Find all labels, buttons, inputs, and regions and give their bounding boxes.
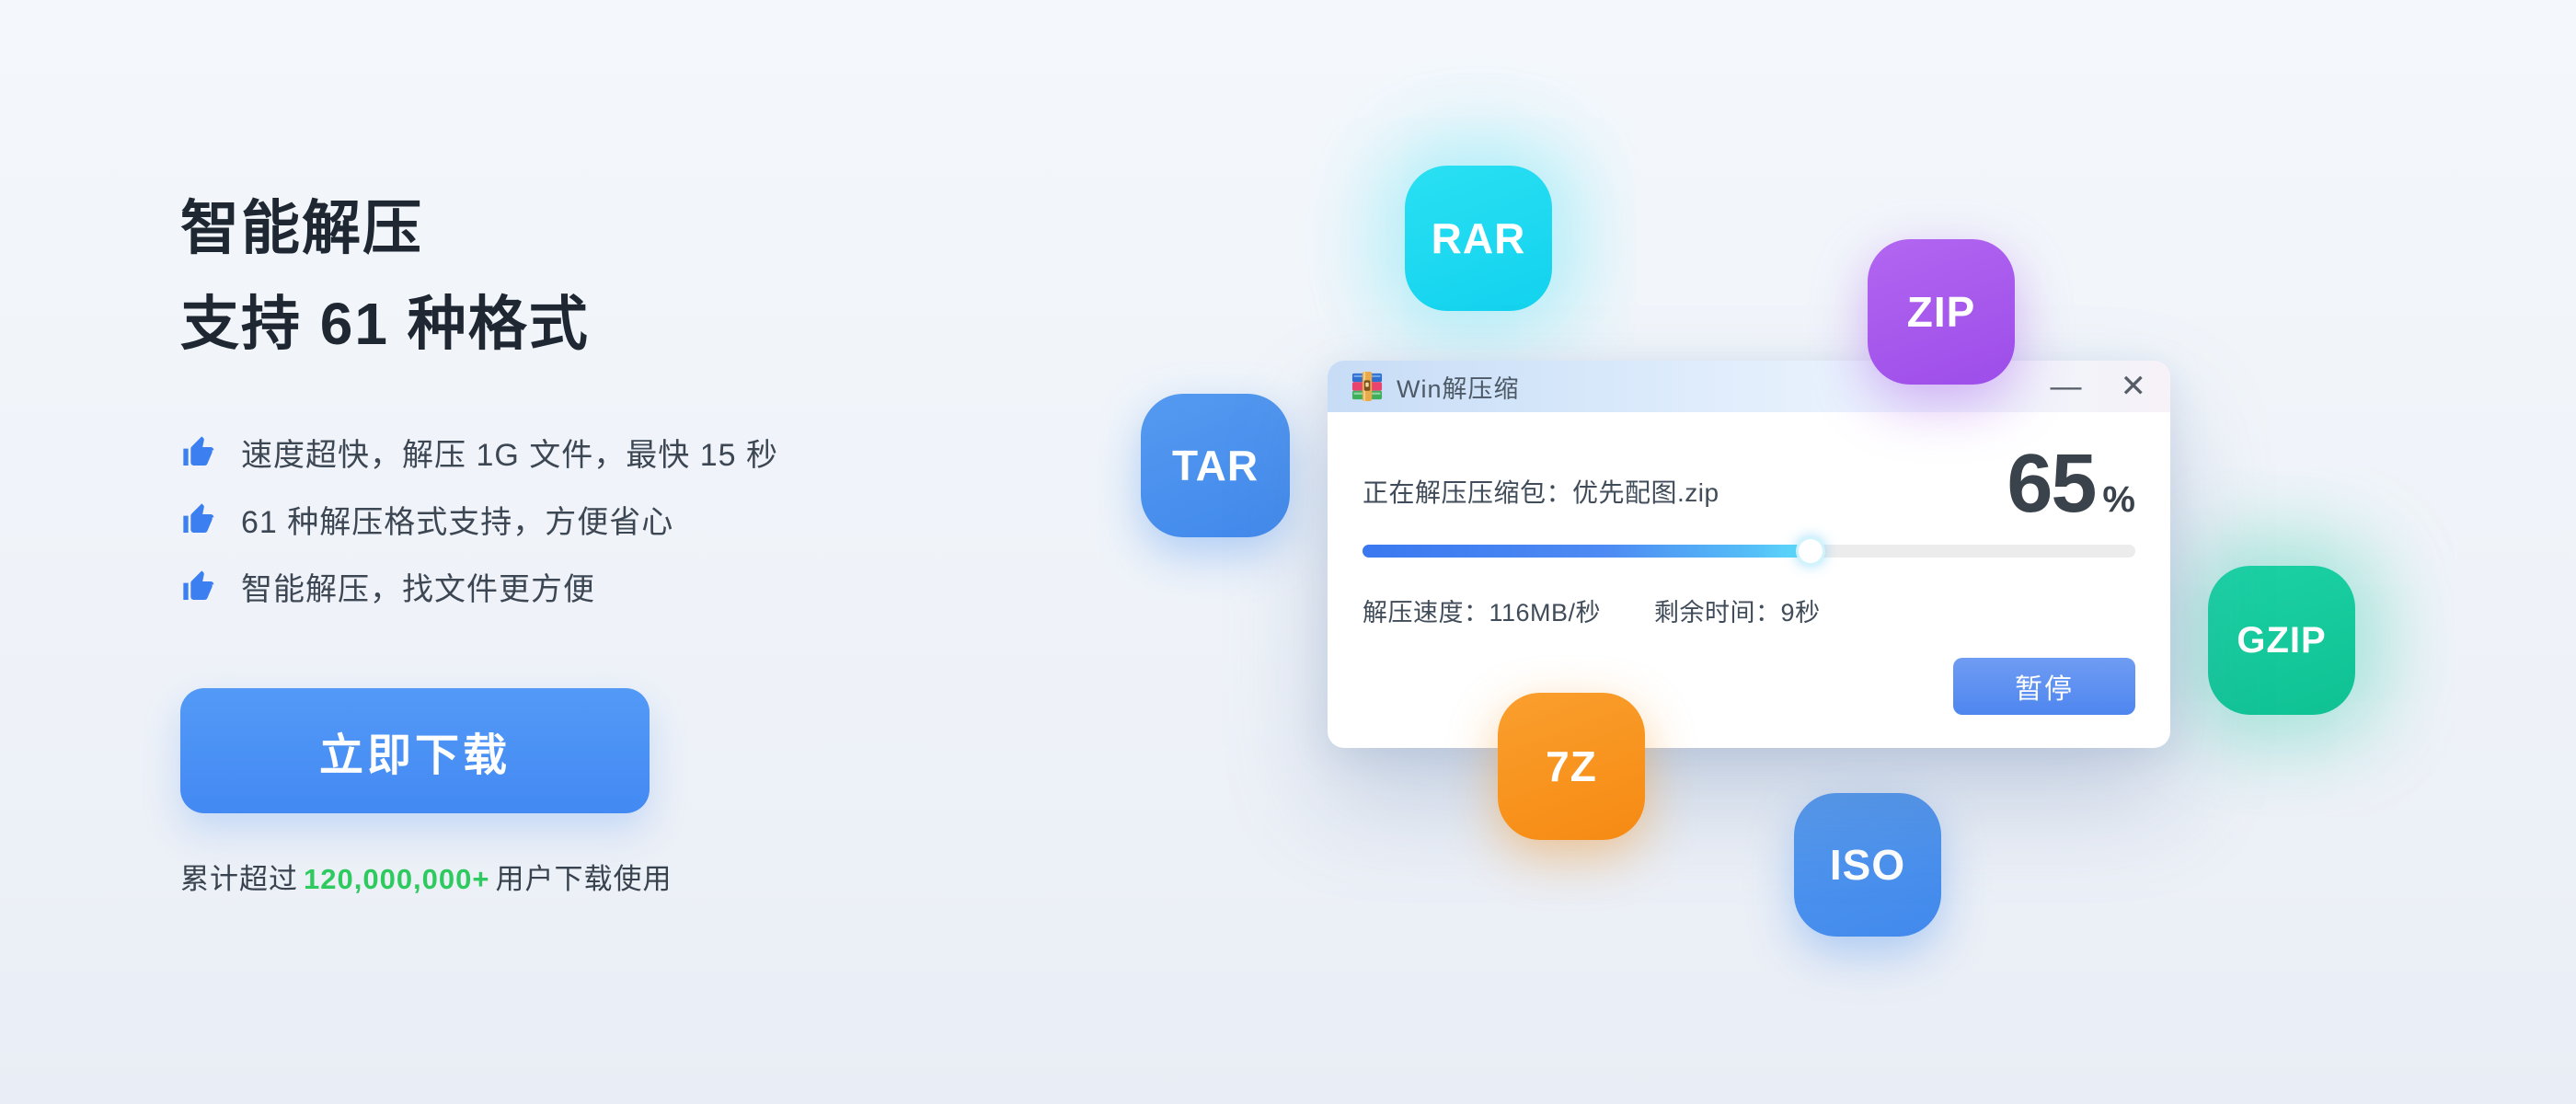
format-badge-iso: ISO (1794, 793, 1941, 937)
stats-prefix: 累计超过 (180, 863, 298, 895)
feature-text: 智能解压，找文件更方便 (241, 571, 595, 607)
pause-button[interactable]: 暂停 (1953, 657, 2135, 715)
progress-percent-value: 65 (2007, 438, 2097, 530)
dialog-actions: 暂停 (1363, 657, 2135, 715)
dialog-title: Win解压缩 (1397, 374, 1520, 403)
badge-label: TAR (1171, 442, 1259, 489)
list-item: 速度超快，解压 1G 文件，最快 15 秒 (180, 432, 1008, 473)
speed-text: 解压速度：116MB/秒 (1363, 598, 1602, 627)
progress-thumb[interactable] (1799, 538, 1823, 563)
dialog-titlebar[interactable]: Win解压缩 — ✕ (1328, 361, 2170, 412)
extracting-file-label: 正在解压压缩包：优先配图.zip (1363, 477, 1719, 507)
page-title: 智能解压 支持 61 种格式 (180, 180, 1008, 372)
remaining-time-text: 剩余时间：9秒 (1654, 598, 1821, 627)
page-title-line2: 支持 61 种格式 (180, 291, 590, 357)
list-item: 智能解压，找文件更方便 (180, 567, 1008, 607)
download-button[interactable]: 立即下载 (180, 688, 650, 813)
progress-fill (1363, 544, 1811, 558)
format-badge-7z: 7Z (1498, 693, 1645, 840)
hero-left-column: 智能解压 支持 61 种格式 速度超快，解压 1G 文件，最快 15 秒 61 … (180, 180, 1008, 897)
thumbs-up-icon (183, 436, 214, 466)
format-badge-tar: TAR (1141, 394, 1290, 537)
stats-suffix: 用户下载使用 (495, 863, 673, 895)
stats-user-count: 120,000,000+ (304, 863, 490, 895)
page-title-line1: 智能解压 (180, 195, 423, 261)
badge-label: 7Z (1546, 742, 1597, 790)
list-item: 61 种解压格式支持，方便省心 (180, 500, 1008, 540)
progress-percent: 65 % (2007, 438, 2135, 530)
window-controls: — ✕ (2051, 371, 2147, 402)
progress-bar (1363, 538, 2135, 563)
format-badge-gzip: GZIP (2208, 566, 2355, 715)
winrar-app-icon (1351, 371, 1383, 402)
format-badge-zip: ZIP (1868, 239, 2015, 385)
badge-label: GZIP (2237, 619, 2327, 661)
progress-percent-sign: % (2102, 479, 2135, 520)
thumbs-up-icon (183, 503, 214, 533)
progress-header-row: 正在解压压缩包：优先配图.zip 65 % (1363, 438, 2135, 530)
badge-label: RAR (1431, 214, 1526, 262)
minimize-icon[interactable]: — (2050, 369, 2082, 404)
badge-label: ZIP (1906, 288, 1976, 336)
badge-label: ISO (1829, 841, 1906, 889)
progress-stats-row: 解压速度：116MB/秒 剩余时间：9秒 (1363, 592, 2135, 628)
dialog-body: 正在解压压缩包：优先配图.zip 65 % 解压速度：116MB/秒 剩余时间：… (1328, 412, 2170, 715)
thumbs-up-icon (183, 570, 214, 600)
feature-list: 速度超快，解压 1G 文件，最快 15 秒 61 种解压格式支持，方便省心 智能… (180, 432, 1008, 607)
feature-text: 61 种解压格式支持，方便省心 (241, 504, 674, 540)
close-icon[interactable]: ✕ (2120, 369, 2147, 404)
feature-text: 速度超快，解压 1G 文件，最快 15 秒 (241, 437, 778, 473)
extract-dialog-window: Win解压缩 — ✕ 正在解压压缩包：优先配图.zip 65 % 解压速度：11… (1328, 361, 2170, 748)
format-badge-rar: RAR (1405, 166, 1552, 311)
